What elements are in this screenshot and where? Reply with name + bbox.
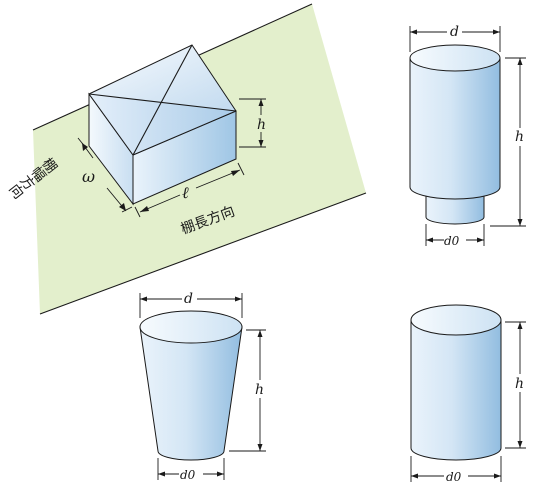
tapered-cup-h-label: h — [255, 382, 264, 398]
plain-cylinder-d0-label: d0 — [446, 470, 462, 484]
box-top-diagonal-2 — [132, 44, 193, 156]
tapered-cup-height: h — [229, 329, 266, 452]
stepped-cylinder-top-diameter: d — [409, 24, 501, 52]
tapered-cup-d0-label: d0 — [180, 468, 196, 482]
stepped-cylinder-h-label: h — [515, 129, 524, 145]
plain-cylinder-height: h — [505, 321, 526, 449]
stepped-cylinder-d0-label: d0 — [444, 234, 460, 248]
box-length-label: ℓ — [182, 183, 189, 202]
plain-cylinder-base-diameter: d0 — [410, 456, 502, 484]
box-length-dimension: ℓ — [134, 162, 245, 218]
box-object — [88, 44, 237, 206]
tapered-cup-d-label: d — [184, 291, 193, 307]
stepped-cylinder-base-diameter: d0 — [425, 224, 485, 248]
box-top-diagonal-1 — [88, 93, 237, 112]
plain-cylinder-h-label: h — [515, 376, 524, 392]
plain-cylinder — [410, 304, 502, 461]
box-top-face-a — [89, 45, 236, 111]
stepped-cylinder-height: h — [490, 57, 526, 227]
box-width-label: ω — [82, 167, 95, 186]
tapered-cup — [139, 310, 243, 461]
box-height-dimension: h — [239, 98, 266, 148]
tapered-cup-top-diameter: d — [139, 291, 243, 318]
tapered-cup-base-diameter: d0 — [157, 458, 225, 482]
box-width-dimension: ω — [77, 137, 133, 213]
stepped-cylinder — [409, 44, 501, 225]
shelf-edge-bottom — [39, 192, 367, 315]
box-top-face-b — [89, 94, 236, 155]
stepped-cylinder-d-label: d — [450, 24, 459, 40]
box-height-label: h — [257, 117, 266, 133]
